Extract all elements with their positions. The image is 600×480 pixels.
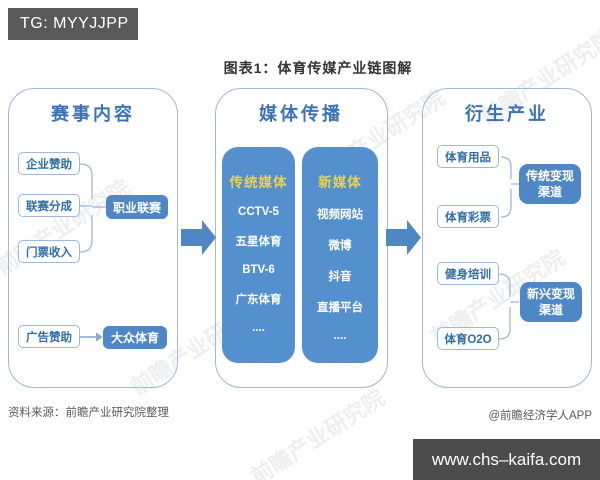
- target-emerging-channel: 新兴变现渠道: [520, 282, 582, 322]
- media-item: 视频网站: [317, 209, 363, 221]
- input-sports-o2o: 体育O2O: [437, 327, 499, 350]
- target-mass-sport: 大众体育: [103, 326, 167, 349]
- traditional-media-header: 传统媒体: [229, 175, 288, 190]
- website-bar: www.chs–kaifa.com: [413, 439, 600, 480]
- media-item-ellipsis: ....: [252, 322, 265, 334]
- media-item-ellipsis: ....: [333, 330, 347, 342]
- target-traditional-channel: 传统变现渠道: [519, 164, 581, 204]
- watermark-text: 前瞻产业研究院: [246, 384, 390, 480]
- flow-arrow-2: [386, 220, 421, 255]
- media-item: BTV-6: [242, 264, 275, 276]
- credit-note: @前瞻经济学人APP: [488, 410, 592, 422]
- stage-box-derived-industry: [422, 88, 592, 388]
- flow-arrow-1: [181, 220, 216, 255]
- data-source-note: 资料来源：前瞻产业研究院整理: [8, 407, 169, 419]
- media-item: 微博: [328, 240, 352, 252]
- page-title: 图表1：体育传媒产业链图解: [223, 60, 413, 76]
- input-league-share: 联赛分成: [18, 194, 80, 217]
- new-media-header: 新媒体: [318, 175, 362, 190]
- input-fitness-training: 健身培训: [437, 262, 499, 285]
- media-item: 广东体育: [235, 294, 282, 306]
- stage1-title: 赛事内容: [51, 104, 135, 124]
- stage-box-event-content: [8, 88, 178, 388]
- media-item: 五星体育: [235, 236, 282, 248]
- traditional-media-column: 传统媒体 CCTV-5 五星体育 BTV-6 广东体育 ....: [222, 147, 295, 363]
- input-sports-goods: 体育用品: [437, 145, 499, 168]
- media-item: 直播平台: [317, 302, 363, 314]
- input-ad-sponsorship: 广告赞助: [18, 325, 80, 348]
- media-item: 抖音: [328, 271, 352, 283]
- input-corporate-sponsorship: 企业赞助: [18, 152, 80, 175]
- media-item: CCTV-5: [238, 206, 279, 218]
- input-ticket-revenue: 门票收入: [18, 240, 80, 263]
- stage3-title: 衍生产业: [465, 104, 549, 124]
- new-media-column: 新媒体 视频网站 微博 抖音 直播平台 ....: [302, 147, 378, 363]
- input-sports-lottery: 体育彩票: [437, 205, 499, 228]
- target-pro-league: 职业联赛: [106, 195, 168, 219]
- tg-badge: TG: MYYJJPP: [8, 8, 138, 40]
- stage2-title: 媒体传播: [259, 104, 343, 124]
